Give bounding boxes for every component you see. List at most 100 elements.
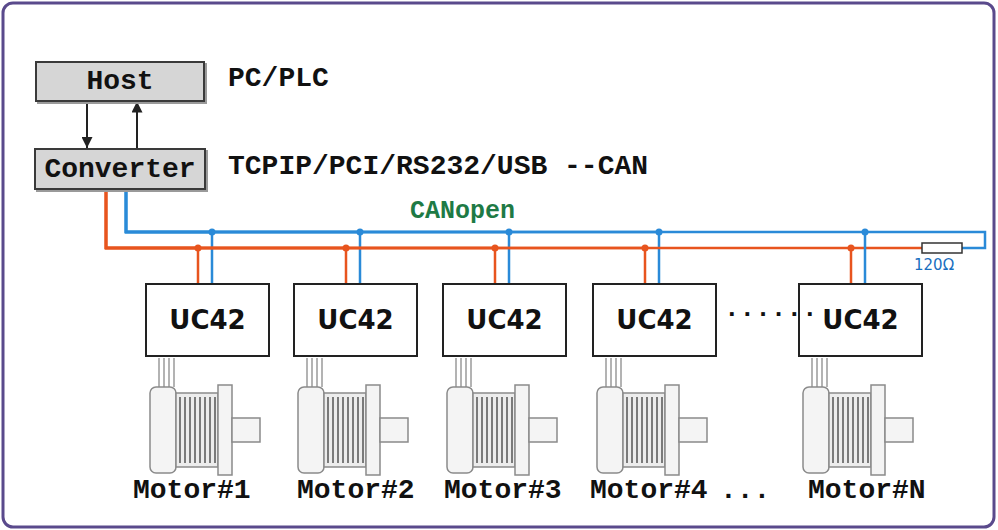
motor-fin <box>852 397 854 463</box>
motor-shaft <box>380 418 408 442</box>
motor-fin <box>842 397 844 463</box>
motor-fin <box>506 397 508 463</box>
motor-fin <box>194 397 196 463</box>
motor-end-cap <box>597 387 623 473</box>
can-low-bus <box>851 247 922 250</box>
motor-fin <box>209 397 211 463</box>
motor-group <box>150 358 913 475</box>
can-low-wire <box>106 190 645 283</box>
motor-cable <box>821 358 823 387</box>
motor-fin <box>847 397 849 463</box>
motor-fin <box>342 397 344 463</box>
stepper-motor <box>597 358 707 475</box>
data-arrow <box>136 102 138 149</box>
box-label: UC42 <box>169 305 245 335</box>
connector-group <box>126 190 869 283</box>
interface-label: TCPIP/PCI/RS232/USB --CAN <box>228 152 648 183</box>
motor-cable <box>321 358 323 387</box>
motor-cable <box>168 358 170 387</box>
controller-box: UC42 <box>293 283 418 357</box>
connector-group <box>87 102 88 149</box>
controller-box: UC42 <box>145 283 270 357</box>
motor-flange <box>218 385 232 475</box>
motor-fin <box>352 397 354 463</box>
box-label: Converter <box>44 154 195 185</box>
can-high-wire <box>126 190 865 283</box>
motor-cable <box>816 358 818 387</box>
can-low-wire <box>106 190 851 283</box>
motor-body <box>176 393 218 467</box>
motor-label: Motor#3 <box>444 476 562 507</box>
motor-fin <box>862 397 864 463</box>
junction-dot <box>862 229 869 236</box>
connector-group <box>106 190 649 283</box>
motor-flange <box>515 385 529 475</box>
motor-body <box>623 393 665 467</box>
motor-end-cap <box>298 387 324 473</box>
motor-fin <box>837 397 839 463</box>
motor-fin <box>189 397 191 463</box>
box-label: UC42 <box>317 305 393 335</box>
connector-group <box>126 190 364 283</box>
motor-label: Motor#4 <box>590 476 708 507</box>
stepper-motor <box>447 358 557 475</box>
motor-label: Motor#2 <box>297 476 415 507</box>
motor-fin <box>501 397 503 463</box>
continuation-dots: ······ <box>724 300 818 329</box>
can-high-wire <box>126 190 360 283</box>
motor-end-cap <box>447 387 473 473</box>
connector-group <box>106 190 855 283</box>
resistor-symbol <box>922 243 962 253</box>
motor-end-cap <box>150 387 176 473</box>
can-low-wire <box>106 190 198 283</box>
resistor-value: 120Ω <box>914 257 954 274</box>
motor-shaft <box>232 418 260 442</box>
motor-shaft <box>885 418 913 442</box>
motor-fin <box>481 397 483 463</box>
motor-fin <box>199 397 201 463</box>
motor-cable <box>620 358 622 387</box>
stepper-motor <box>298 358 408 475</box>
controller-box: UC42 <box>592 283 717 357</box>
motor-fin <box>362 397 364 463</box>
motor-fin <box>327 397 329 463</box>
motor-fin <box>646 397 648 463</box>
motor-fin <box>626 397 628 463</box>
motor-label: Motor#1 <box>133 476 251 507</box>
data-arrow <box>86 102 88 149</box>
controller-box: UC42 <box>442 283 567 357</box>
motor-fin <box>636 397 638 463</box>
host-type-label: PC/PLC <box>228 64 329 95</box>
motor-fin <box>651 397 653 463</box>
can-high-wire <box>126 190 212 283</box>
motor-cable <box>158 358 160 387</box>
motor-label: Motor#N <box>808 476 926 507</box>
box-label: UC42 <box>822 305 898 335</box>
host-box: Host <box>35 61 205 102</box>
motor-fin <box>357 397 359 463</box>
motor-cable <box>163 358 165 387</box>
converter-box: Converter <box>34 148 206 190</box>
motor-fin <box>476 397 478 463</box>
motor-body <box>829 393 871 467</box>
motor-fin <box>496 397 498 463</box>
motor-cable <box>470 358 472 387</box>
motor-cable <box>460 358 462 387</box>
motor-flange <box>366 385 380 475</box>
motor-cable <box>311 358 313 387</box>
motor-fin <box>214 397 216 463</box>
motor-cable <box>306 358 308 387</box>
motor-end-cap <box>803 387 829 473</box>
motor-fin <box>184 397 186 463</box>
motor-cable <box>455 358 457 387</box>
motor-body <box>473 393 515 467</box>
motor-fin <box>337 397 339 463</box>
motor-cable <box>173 358 175 387</box>
motor-cable <box>316 358 318 387</box>
motor-fin <box>867 397 869 463</box>
stepper-motor <box>150 358 260 475</box>
motor-fin <box>832 397 834 463</box>
connector-group <box>137 102 138 149</box>
motor-cable <box>605 358 607 387</box>
motor-cable <box>826 358 828 387</box>
